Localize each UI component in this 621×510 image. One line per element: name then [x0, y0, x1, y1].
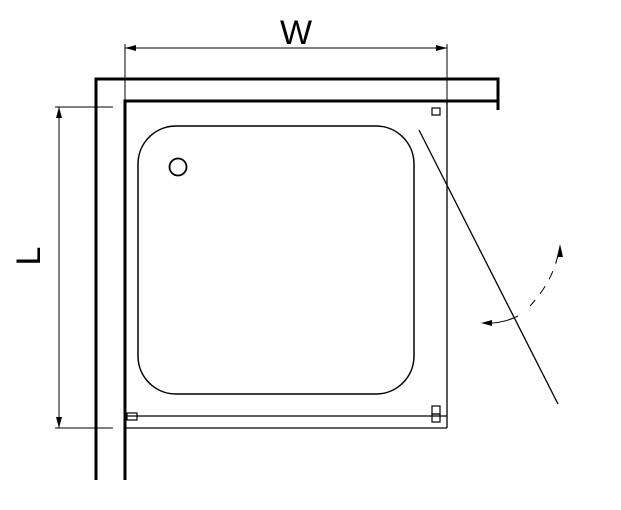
swing-arrow-up-icon: [557, 244, 563, 257]
fixing-bracket-bottom-left: [126, 412, 138, 421]
swing-arrow-left-icon: [481, 320, 492, 326]
width-label: W: [280, 14, 312, 52]
shower-tray: [137, 125, 415, 395]
swing-arc-dashed: [529, 254, 559, 307]
drain-icon: [168, 157, 188, 177]
length-label: L: [10, 247, 48, 266]
door-swing: [418, 129, 563, 405]
outer-wall: [94, 77, 500, 480]
length-dimension: [55, 106, 113, 429]
inner-wall: [123, 99, 498, 480]
walls: [94, 77, 500, 480]
fixing-bracket-bottom-right: [431, 405, 441, 415]
open-door-panel: [418, 129, 559, 405]
fixing-bracket-top-right: [431, 107, 441, 116]
width-dimension: [124, 44, 448, 100]
width-arrow-right: [436, 45, 447, 51]
enclosure: [125, 101, 448, 429]
width-arrow-left: [125, 45, 136, 51]
length-arrow-bottom: [56, 417, 62, 428]
fixing-bracket-bottom-right-lower: [431, 413, 441, 423]
length-arrow-top: [56, 107, 62, 118]
